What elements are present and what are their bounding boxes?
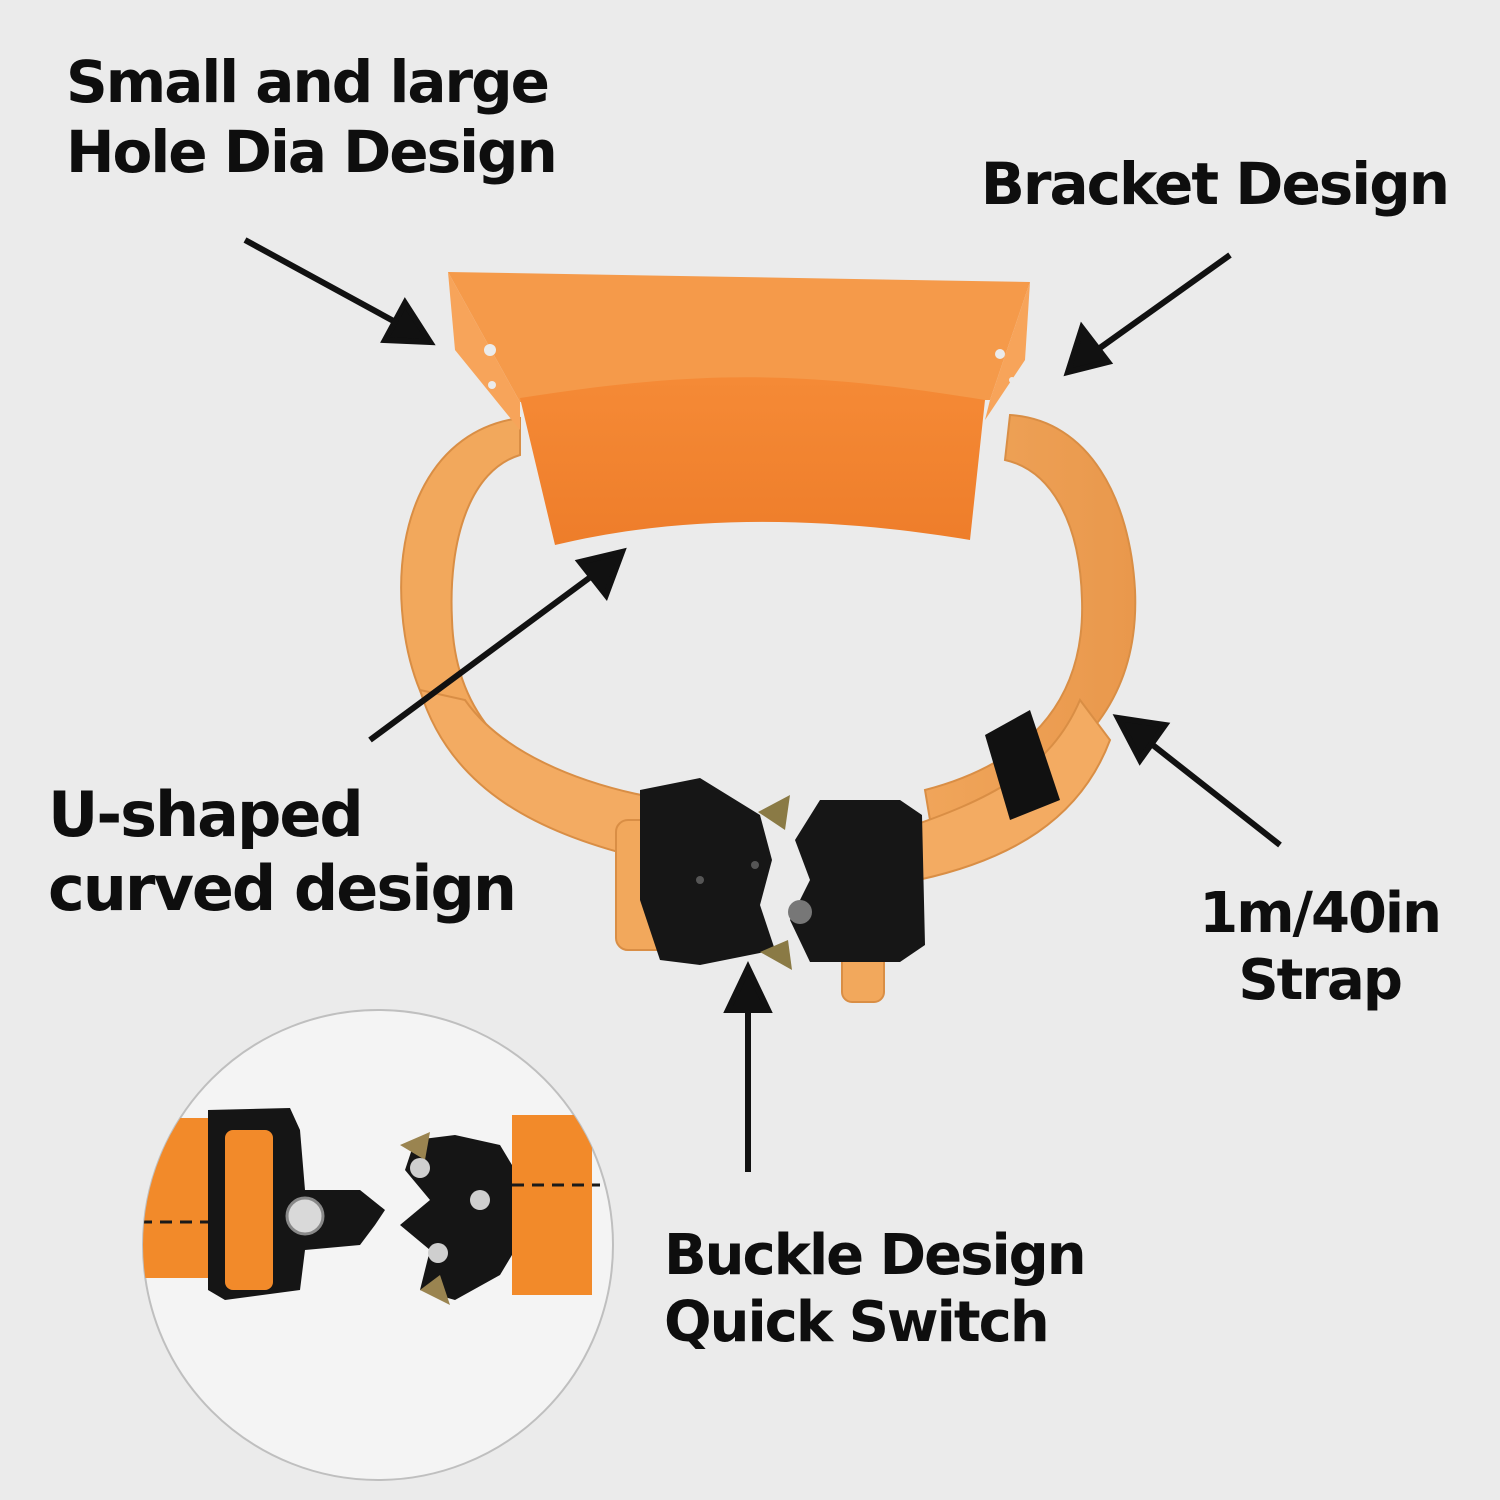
- label-line: Small and large: [66, 48, 550, 116]
- label-line: Quick Switch: [664, 1290, 1050, 1356]
- label-bracket-design: Bracket Design: [980, 150, 1450, 220]
- label-line: U-shaped: [48, 778, 364, 851]
- bracket-left-flange: [448, 272, 520, 430]
- label-line: curved design: [48, 852, 517, 926]
- label-line: Hole Dia Design: [66, 117, 558, 186]
- mount-hole: [1009, 377, 1015, 383]
- rivet-icon: [285, 1196, 325, 1236]
- bracket-front-face: [520, 377, 985, 545]
- rivet-icon: [788, 900, 812, 924]
- mount-hole: [995, 349, 1005, 359]
- label-strap-length: 1m/40in Strap: [1199, 880, 1442, 1014]
- bracket-right-flange: [985, 282, 1030, 420]
- buckle-detail-inset: [142, 1009, 614, 1481]
- side-release-buckle-icon: [640, 778, 925, 970]
- label-u-shaped-design: U-shaped curved design: [48, 778, 517, 927]
- label-hole-design: Small and large Hole Dia Design: [66, 48, 558, 187]
- label-line: Buckle Design: [664, 1223, 1087, 1288]
- arrow-icon: [243, 237, 1282, 1172]
- mount-hole: [488, 381, 496, 389]
- label-line: Strap: [1238, 948, 1403, 1014]
- bracket: [448, 272, 1030, 545]
- label-line: 1m/40in: [1199, 881, 1442, 946]
- mount-hole: [484, 344, 496, 356]
- strap-keeper: [985, 710, 1060, 820]
- label-line: Bracket Design: [980, 150, 1450, 218]
- label-buckle-design: Buckle Design Quick Switch: [664, 1222, 1087, 1356]
